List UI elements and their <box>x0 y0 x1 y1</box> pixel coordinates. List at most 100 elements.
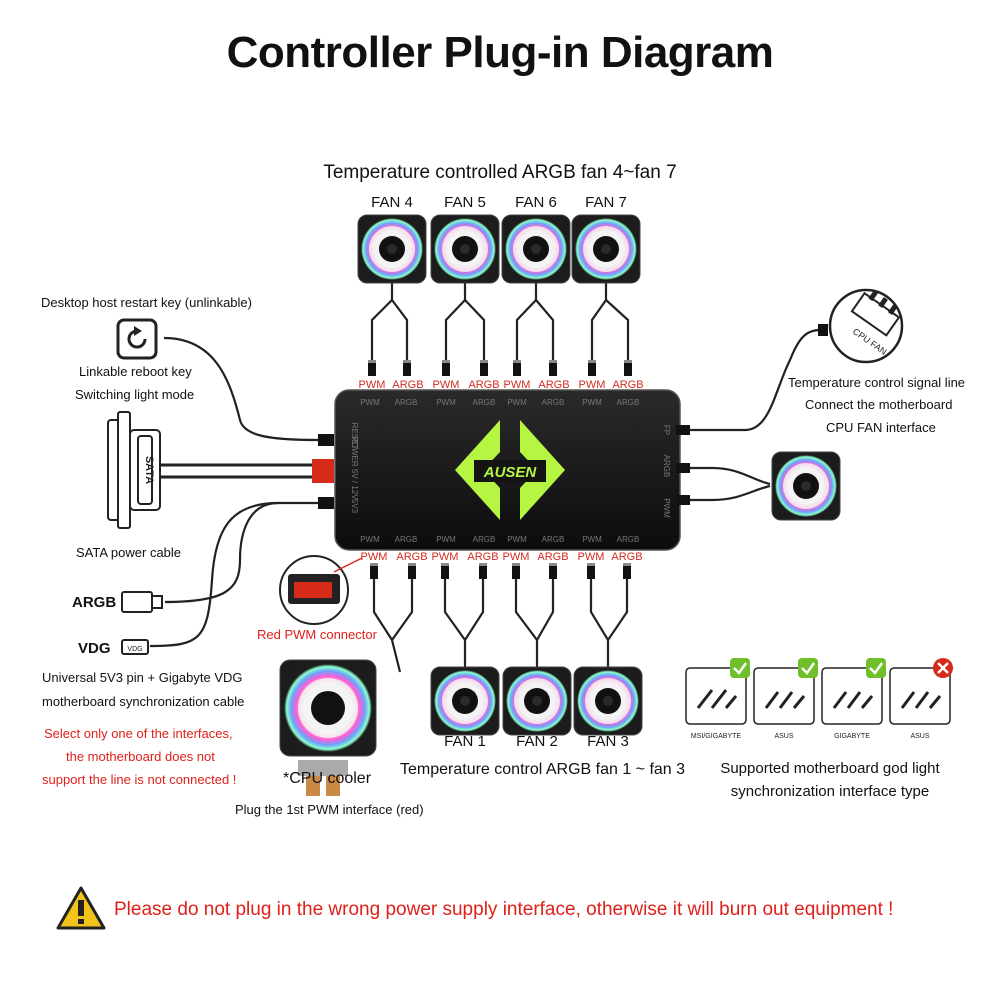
port-label-pwm: PWM <box>432 379 460 391</box>
port-label-argb: ARGB <box>392 379 424 391</box>
fan-7-icon <box>571 214 641 284</box>
hub-port-label: ARGB <box>542 535 565 544</box>
hub-side-label: RESET <box>350 423 359 450</box>
sata-plug-label: SATA <box>143 456 155 484</box>
restart-key-label: Desktop host restart key (unlinkable) <box>41 295 252 310</box>
port-label-argb: ARGB <box>467 551 499 563</box>
fan-5-label: FAN 5 <box>444 194 486 211</box>
sync-type-label: ASUS <box>910 733 929 740</box>
cpu-cooler-icon <box>279 659 377 796</box>
vdg-badge: VDG <box>127 646 142 653</box>
fan-4-icon <box>357 214 427 284</box>
hub-brand: AUSEN <box>483 464 538 481</box>
port-label-pwm: PWM <box>431 551 459 563</box>
sync-type-label: GIGABYTE <box>834 733 870 740</box>
port-label-pwm: PWM <box>502 551 530 563</box>
sync-types-heading-2: synchronization interface type <box>730 783 930 800</box>
check-icon <box>798 658 818 678</box>
port-label-pwm: PWM <box>577 551 605 563</box>
interface-warning-1: Select only one of the interfaces, <box>44 726 233 741</box>
argb-plug-icon <box>121 591 163 613</box>
vdg-plug-label: VDG <box>78 640 111 657</box>
red-pwm-connector-label: Red PWM connector <box>257 627 377 642</box>
port-label-argb: ARGB <box>396 551 428 563</box>
pwm-right-plug <box>676 495 690 505</box>
bottom-fan-plugs <box>370 563 631 579</box>
top-fans-heading: Temperature controlled ARGB fan 4~fan 7 <box>323 162 677 183</box>
red-pwm-connector-icon <box>279 555 363 625</box>
cpu-fan-header-icon <box>828 288 904 364</box>
hub-port-label: ARGB <box>473 535 496 544</box>
hub-side-label: 5V3 <box>350 499 359 514</box>
check-icon <box>730 658 750 678</box>
sync-cable-label-1: Universal 5V3 pin + Gigabyte VDG <box>42 670 243 685</box>
port-label-argb: ARGB <box>468 379 500 391</box>
fan-1-icon <box>430 666 500 736</box>
argb-right-plug <box>676 463 690 473</box>
fan-7-label: FAN 7 <box>585 194 627 211</box>
cpu-cooler-label: *CPU cooler <box>283 770 372 787</box>
hub-port-label: ARGB <box>617 398 640 407</box>
hub-port-label: ARGB <box>617 535 640 544</box>
bottom-fan-wires <box>372 575 629 673</box>
port-label-pwm: PWM <box>358 379 386 391</box>
reboot-key-label-1: Linkable reboot key <box>79 364 192 379</box>
power-warning: Please do not plug in the wrong power su… <box>114 899 894 920</box>
interface-warning-2: the motherboard does not <box>66 749 215 764</box>
hub-port-label: PWM <box>507 398 527 407</box>
sync-type-label: MSI/GIGABYTE <box>691 733 742 740</box>
bottom-fans <box>430 666 643 736</box>
hub-port-label: PWM <box>360 535 380 544</box>
sync-type-label: ASUS <box>774 733 793 740</box>
fp-plug <box>676 425 690 435</box>
fan-3-icon <box>573 666 643 736</box>
sata-cable-label: SATA power cable <box>76 545 182 560</box>
port-label-pwm: PWM <box>360 551 388 563</box>
fan-6-label: FAN 6 <box>515 194 557 211</box>
sync-cable-label-2: motherboard synchronization cable <box>42 694 245 709</box>
signal-line-label-2: Connect the motherboard <box>805 397 953 412</box>
hub-port-label: PWM <box>436 398 456 407</box>
hub-side-label: PWM <box>662 498 671 518</box>
hub-side-label: ARGB <box>662 455 671 478</box>
power-plug <box>312 459 334 483</box>
sata-connector-icon <box>107 411 161 529</box>
argb-plug-label: ARGB <box>72 594 117 611</box>
fan-3-label: FAN 3 <box>587 733 629 750</box>
hub-port-label: PWM <box>360 398 380 407</box>
top-fan-plugs <box>368 360 632 376</box>
port-label-argb: ARGB <box>537 551 569 563</box>
reboot-key-label-2: Switching light mode <box>75 387 195 402</box>
port-label-pwm: PWM <box>503 379 531 391</box>
port-label-argb: ARGB <box>538 379 570 391</box>
port-label-pwm: PWM <box>578 379 606 391</box>
port-label-argb: ARGB <box>612 379 644 391</box>
fan-6-icon <box>501 214 571 284</box>
fan-1-label: FAN 1 <box>444 733 486 750</box>
left-wires <box>149 336 319 648</box>
fan-5-icon <box>430 214 500 284</box>
hub-port-label: PWM <box>507 535 527 544</box>
cpu-cooler-note: Plug the 1st PWM interface (red) <box>235 802 424 817</box>
right-wires <box>690 328 821 502</box>
hub-port-labels: PWM ARGB PWM ARGB PWM ARGB PWM ARGB PWM … <box>350 398 671 544</box>
sync-type-labels: MSI/GIGABYTE ASUS GIGABYTE ASUS <box>691 733 930 740</box>
fan-2-icon <box>502 666 572 736</box>
right-fan-icon <box>771 451 841 521</box>
signal-line-label-1: Temperature control signal line <box>788 375 966 390</box>
hub-port-label: ARGB <box>473 398 496 407</box>
sync-type-items <box>685 658 953 725</box>
hub-port-label: PWM <box>582 398 602 407</box>
warning-icon <box>56 886 106 930</box>
signal-line-label-3: CPU FAN interface <box>826 420 936 435</box>
check-icon <box>866 658 886 678</box>
top-fans <box>357 214 641 284</box>
hub-side-label: FP <box>662 425 671 435</box>
hub-port-label: ARGB <box>395 398 418 407</box>
reset-plug <box>318 434 334 446</box>
sync-types-heading-1: Supported motherboard god light <box>720 760 940 777</box>
fan-2-label: FAN 2 <box>516 733 558 750</box>
restart-key-icon <box>116 318 158 360</box>
top-fan-wires <box>370 283 630 362</box>
